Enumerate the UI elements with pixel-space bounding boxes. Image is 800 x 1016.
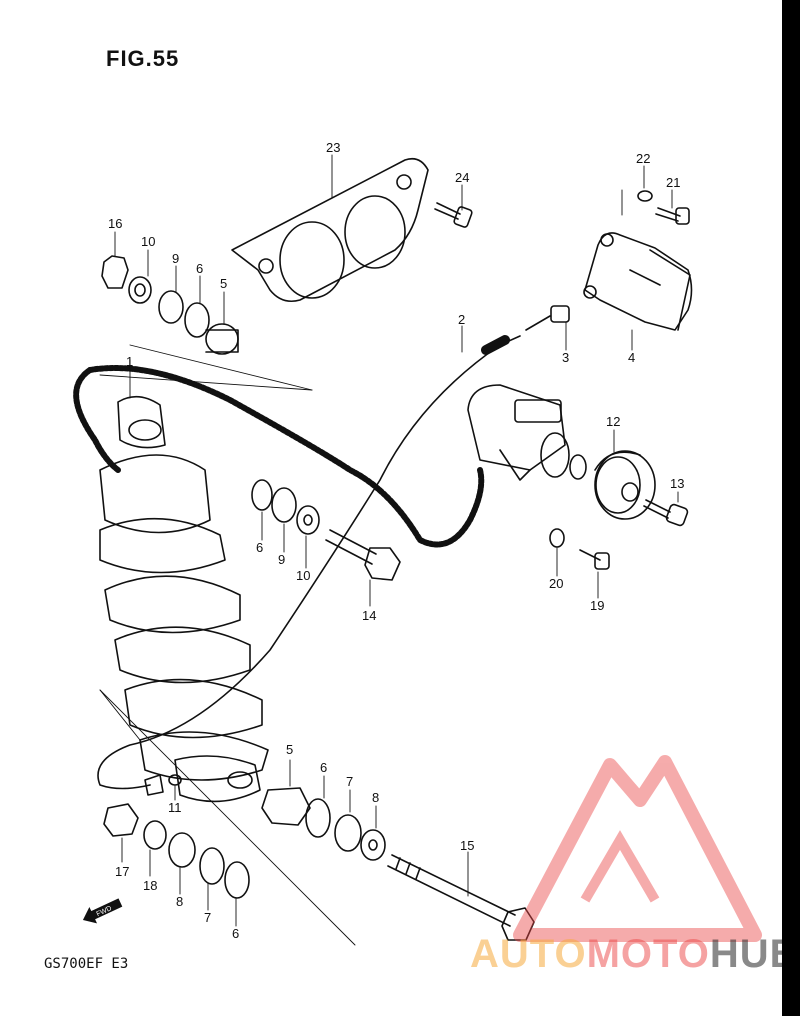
callout-3: 3 bbox=[562, 350, 569, 365]
callout-24: 24 bbox=[455, 170, 469, 185]
callout-10: 10 bbox=[141, 234, 155, 249]
callout-19: 19 bbox=[590, 598, 604, 613]
callout-13: 13 bbox=[670, 476, 684, 491]
callout-6d: 6 bbox=[232, 926, 239, 941]
callout-23: 23 bbox=[326, 140, 340, 155]
callout-1: 1 bbox=[126, 354, 133, 369]
callout-5b: 5 bbox=[286, 742, 293, 757]
cap-12 bbox=[594, 450, 656, 520]
callout-2: 2 bbox=[458, 312, 465, 327]
callout-6c: 6 bbox=[320, 760, 327, 775]
callout-7: 7 bbox=[346, 774, 353, 789]
adjuster-housing bbox=[467, 384, 570, 481]
bracket-plate-23 bbox=[231, 157, 429, 303]
lower-hardware-left bbox=[103, 803, 250, 899]
bolt-21 bbox=[655, 207, 690, 225]
callout-9b: 9 bbox=[278, 552, 285, 567]
model-code: GS700EF E3 bbox=[44, 956, 129, 972]
watermark-part-auto: AUTO bbox=[470, 932, 587, 976]
exploded-diagram: FWD 23 24 22 21 16 10 9 6 5 2 3 4 1 12 1… bbox=[73, 140, 762, 946]
figure-title: FIG.55 bbox=[106, 46, 180, 71]
top-hardware-row bbox=[101, 255, 239, 355]
shock-absorber-1 bbox=[99, 395, 269, 803]
callout-4: 4 bbox=[628, 350, 635, 365]
callout-14: 14 bbox=[362, 608, 376, 623]
callout-7b: 7 bbox=[204, 910, 211, 925]
lower-hardware-right bbox=[261, 787, 386, 861]
callout-8: 8 bbox=[372, 790, 379, 805]
bolt-19 bbox=[579, 549, 610, 570]
adjuster-body-4 bbox=[583, 232, 693, 331]
fwd-arrow: FWD bbox=[82, 898, 123, 924]
long-bolt-15 bbox=[387, 854, 535, 941]
screw-13 bbox=[643, 499, 689, 527]
watermark-part-moto: MOTO bbox=[586, 932, 710, 976]
callout-12: 12 bbox=[606, 414, 620, 429]
callout-8b: 8 bbox=[176, 894, 183, 909]
callout-16: 16 bbox=[108, 216, 122, 231]
callout-9: 9 bbox=[172, 251, 179, 266]
callout-17: 17 bbox=[115, 864, 129, 879]
callout-10b: 10 bbox=[296, 568, 310, 583]
callout-21: 21 bbox=[666, 175, 680, 190]
callout-11: 11 bbox=[168, 800, 182, 815]
fwd-label: FWD bbox=[96, 905, 113, 918]
watermark-text: AUTOMOTOHUB bbox=[470, 932, 800, 977]
bolt-24 bbox=[434, 202, 473, 228]
callout-6b: 6 bbox=[256, 540, 263, 555]
watermark-logo bbox=[513, 755, 762, 942]
callout-18: 18 bbox=[143, 878, 157, 893]
callout-20: 20 bbox=[549, 576, 563, 591]
callout-22: 22 bbox=[636, 151, 650, 166]
callout-6: 6 bbox=[196, 261, 203, 276]
middle-hardware-row bbox=[251, 479, 401, 581]
callout-5: 5 bbox=[220, 276, 227, 291]
nut-3 bbox=[525, 305, 570, 331]
scan-edge bbox=[782, 0, 800, 1016]
callout-15: 15 bbox=[460, 838, 474, 853]
